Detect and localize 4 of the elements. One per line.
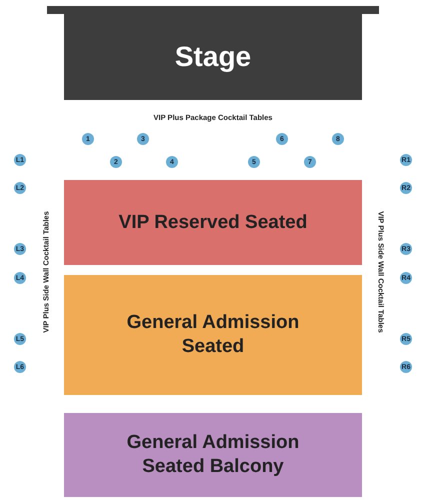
stage-block: Stage (47, 6, 379, 100)
seating-section: VIP Reserved Seated (64, 180, 362, 265)
seating-section: General Admission Seated (64, 275, 362, 395)
seating-section: General Admission Seated Balcony (64, 413, 362, 497)
